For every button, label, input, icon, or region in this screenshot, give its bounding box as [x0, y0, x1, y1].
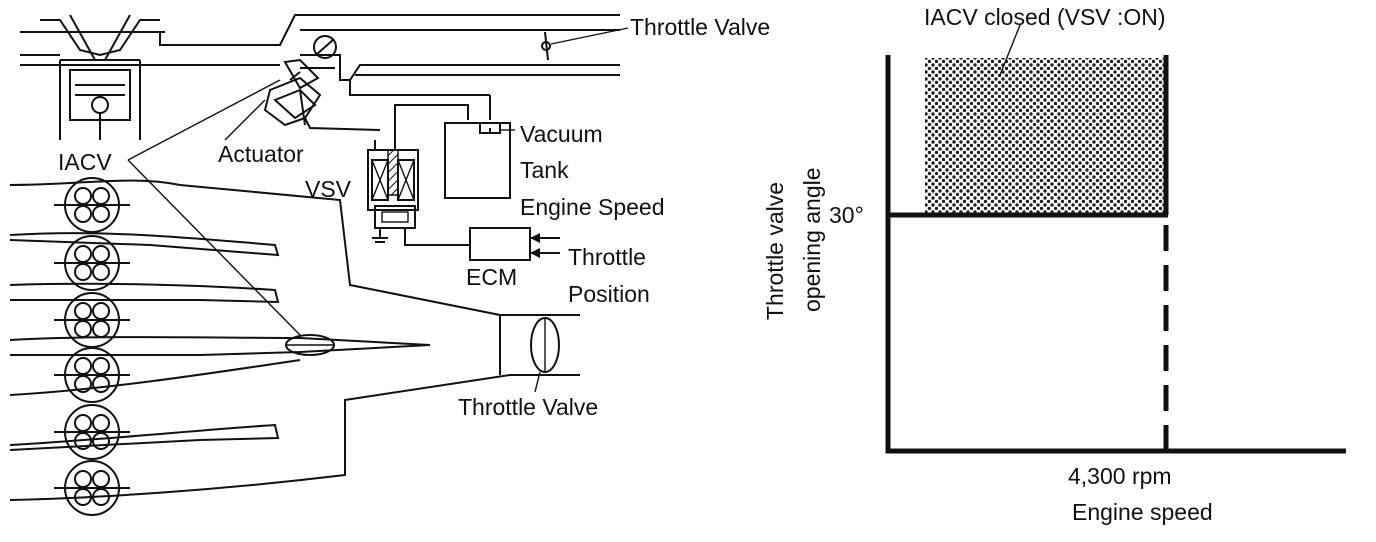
annotation-iacv-closed: IACV closed (VSV :ON) [924, 4, 1166, 30]
annotation-leader [999, 24, 1021, 76]
label-throttle-valve-top: Throttle Valve [630, 14, 770, 40]
label-actuator: Actuator [218, 141, 304, 167]
intake-pipe-top [20, 14, 629, 81]
cylinder-head [20, 14, 160, 140]
label-position: Position [568, 281, 650, 307]
ecm [469, 227, 560, 261]
vsv [367, 130, 470, 246]
label-tank: Tank [520, 157, 569, 183]
engine-schematic: Throttle Valve IACV Actuator VSV Vacuum … [9, 14, 770, 516]
throttle-angle-chart: IACV closed (VSV :ON) 30° 4,300 rpm Engi… [762, 4, 1346, 525]
actuator [224, 58, 381, 141]
x-tick-4300: 4,300 rpm [1068, 463, 1172, 489]
label-vsv: VSV [305, 176, 352, 202]
label-ecm: ECM [466, 264, 517, 290]
y-axis-label-line1: Throttle valve [762, 182, 788, 320]
label-throttle-valve-bottom: Throttle Valve [458, 394, 598, 420]
label-throttle: Throttle [568, 244, 646, 270]
label-engine-speed-input: Engine Speed [520, 194, 665, 220]
iacv-pointers [127, 79, 301, 336]
intake-runners [9, 179, 580, 501]
iacv-closed-region [925, 58, 1165, 213]
label-vacuum: Vacuum [520, 121, 603, 147]
label-iacv: IACV [58, 149, 112, 175]
y-axis-label-line2: opening angle [799, 167, 825, 312]
cylinder-bank [54, 177, 130, 516]
main-throttle-valve [499, 315, 560, 393]
vacuum-tank [349, 80, 515, 199]
y-tick-30: 30° [829, 202, 864, 228]
x-axis-label: Engine speed [1072, 499, 1213, 525]
